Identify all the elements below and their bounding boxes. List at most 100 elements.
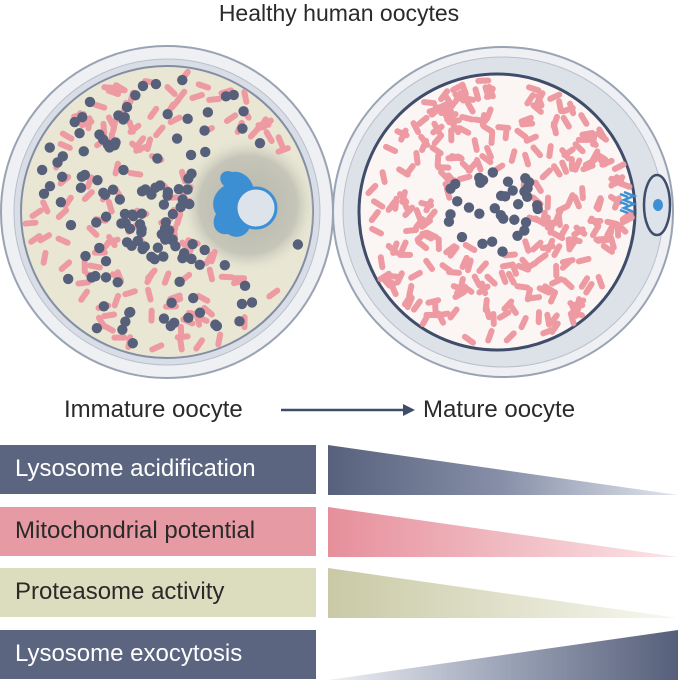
lysosome <box>79 169 91 181</box>
mitochondrion <box>611 195 622 211</box>
lysosome <box>474 172 485 184</box>
lysosome <box>184 198 195 210</box>
polar-body-chromatin <box>653 199 663 211</box>
mitochondrion <box>149 342 165 353</box>
lysosome <box>120 316 131 327</box>
mitochondrion <box>620 214 635 226</box>
lysosome <box>94 242 105 254</box>
mitochondrion <box>275 134 286 150</box>
mitochondrion <box>608 174 620 189</box>
mitochondrion <box>444 111 459 123</box>
mitochondrion <box>57 141 73 151</box>
mitochondrion <box>452 289 468 301</box>
mitochondrion <box>452 90 464 105</box>
mitochondrion <box>87 262 103 271</box>
mitochondrion <box>58 259 73 272</box>
lysosome <box>211 320 223 332</box>
lysosome <box>128 210 139 222</box>
mitochondrion <box>551 243 563 258</box>
lysosome <box>150 182 161 193</box>
lysosome <box>77 111 88 123</box>
mitochondrion <box>153 124 166 139</box>
mitochondrion <box>471 273 483 289</box>
lysosome <box>199 244 210 256</box>
lysosome <box>495 209 507 221</box>
mitochondrion <box>484 144 494 161</box>
mitochondrion <box>174 333 191 341</box>
lysosome <box>186 168 197 179</box>
lysosome-group <box>443 167 543 257</box>
mitochondrion <box>78 288 90 303</box>
mitochondrion <box>569 302 586 310</box>
mitochondrion <box>208 248 218 265</box>
mitochondrion <box>189 92 205 101</box>
lysosome <box>194 259 205 270</box>
mitochondrion <box>435 164 452 171</box>
mitochondrion <box>536 285 552 296</box>
mitochondrion <box>195 292 211 304</box>
mitochondrion <box>586 134 599 148</box>
mitochondrion <box>266 287 281 300</box>
mitochondrion <box>443 103 453 119</box>
mitochondrion <box>435 310 447 326</box>
mitochondrion <box>429 144 444 157</box>
mitochondrion <box>37 232 53 244</box>
mitochondrion <box>379 169 388 185</box>
lysosome <box>38 188 50 199</box>
lysosome <box>127 338 138 349</box>
mitochondrion <box>105 114 117 130</box>
mitochondrion <box>218 273 235 281</box>
mitochondrion <box>583 281 595 296</box>
mitochondrion <box>81 189 95 203</box>
lysosome <box>187 238 198 250</box>
mitochondrion <box>40 199 51 215</box>
mitochondrion <box>499 261 516 270</box>
mitochondrion <box>111 334 128 341</box>
mitochondrion <box>275 145 291 155</box>
mitochondrion <box>105 87 122 98</box>
lysosome <box>162 186 174 198</box>
lysosome <box>532 203 543 215</box>
mitochondrion <box>483 85 496 100</box>
mitochondrion <box>396 166 411 178</box>
mitochondrion <box>177 336 185 353</box>
lysosome <box>65 219 77 231</box>
mitochondrion <box>419 230 435 242</box>
mitochondrion <box>514 127 529 140</box>
mitochondrion <box>419 137 430 153</box>
lysosome <box>497 246 508 257</box>
lysosome <box>84 96 96 108</box>
lysosome <box>254 137 266 149</box>
mitochondrion <box>91 101 108 111</box>
lysosome <box>36 164 48 176</box>
lysosome <box>228 89 239 101</box>
mitochondrion <box>522 151 532 168</box>
lysosome <box>149 253 160 265</box>
mitochondrion <box>369 225 385 237</box>
lysosome <box>136 223 147 235</box>
mitochondrion <box>567 310 577 327</box>
mitochondrion <box>462 241 478 253</box>
mitochondrion <box>164 84 178 97</box>
mitochondrion <box>547 289 559 305</box>
mitochondrion <box>534 93 545 109</box>
mitochondrion <box>28 233 43 245</box>
mitochondrion <box>483 304 492 321</box>
lysosome <box>124 223 136 234</box>
lysosome <box>102 139 113 150</box>
mitochondrion <box>461 333 476 346</box>
lysosome <box>489 203 500 214</box>
mitochondrion <box>518 114 534 125</box>
mitochondrion <box>578 275 591 290</box>
lysosome <box>246 297 258 308</box>
mitochondrion <box>415 238 430 252</box>
lysosome <box>183 312 194 324</box>
lysosome <box>99 189 111 200</box>
mitochondrion <box>111 292 122 309</box>
lysosome <box>126 240 137 251</box>
mitochondrion <box>459 254 470 271</box>
lysosome <box>107 184 119 195</box>
lysosome <box>292 239 304 250</box>
mitochondrion <box>559 257 574 271</box>
mitochondrion <box>55 207 70 221</box>
